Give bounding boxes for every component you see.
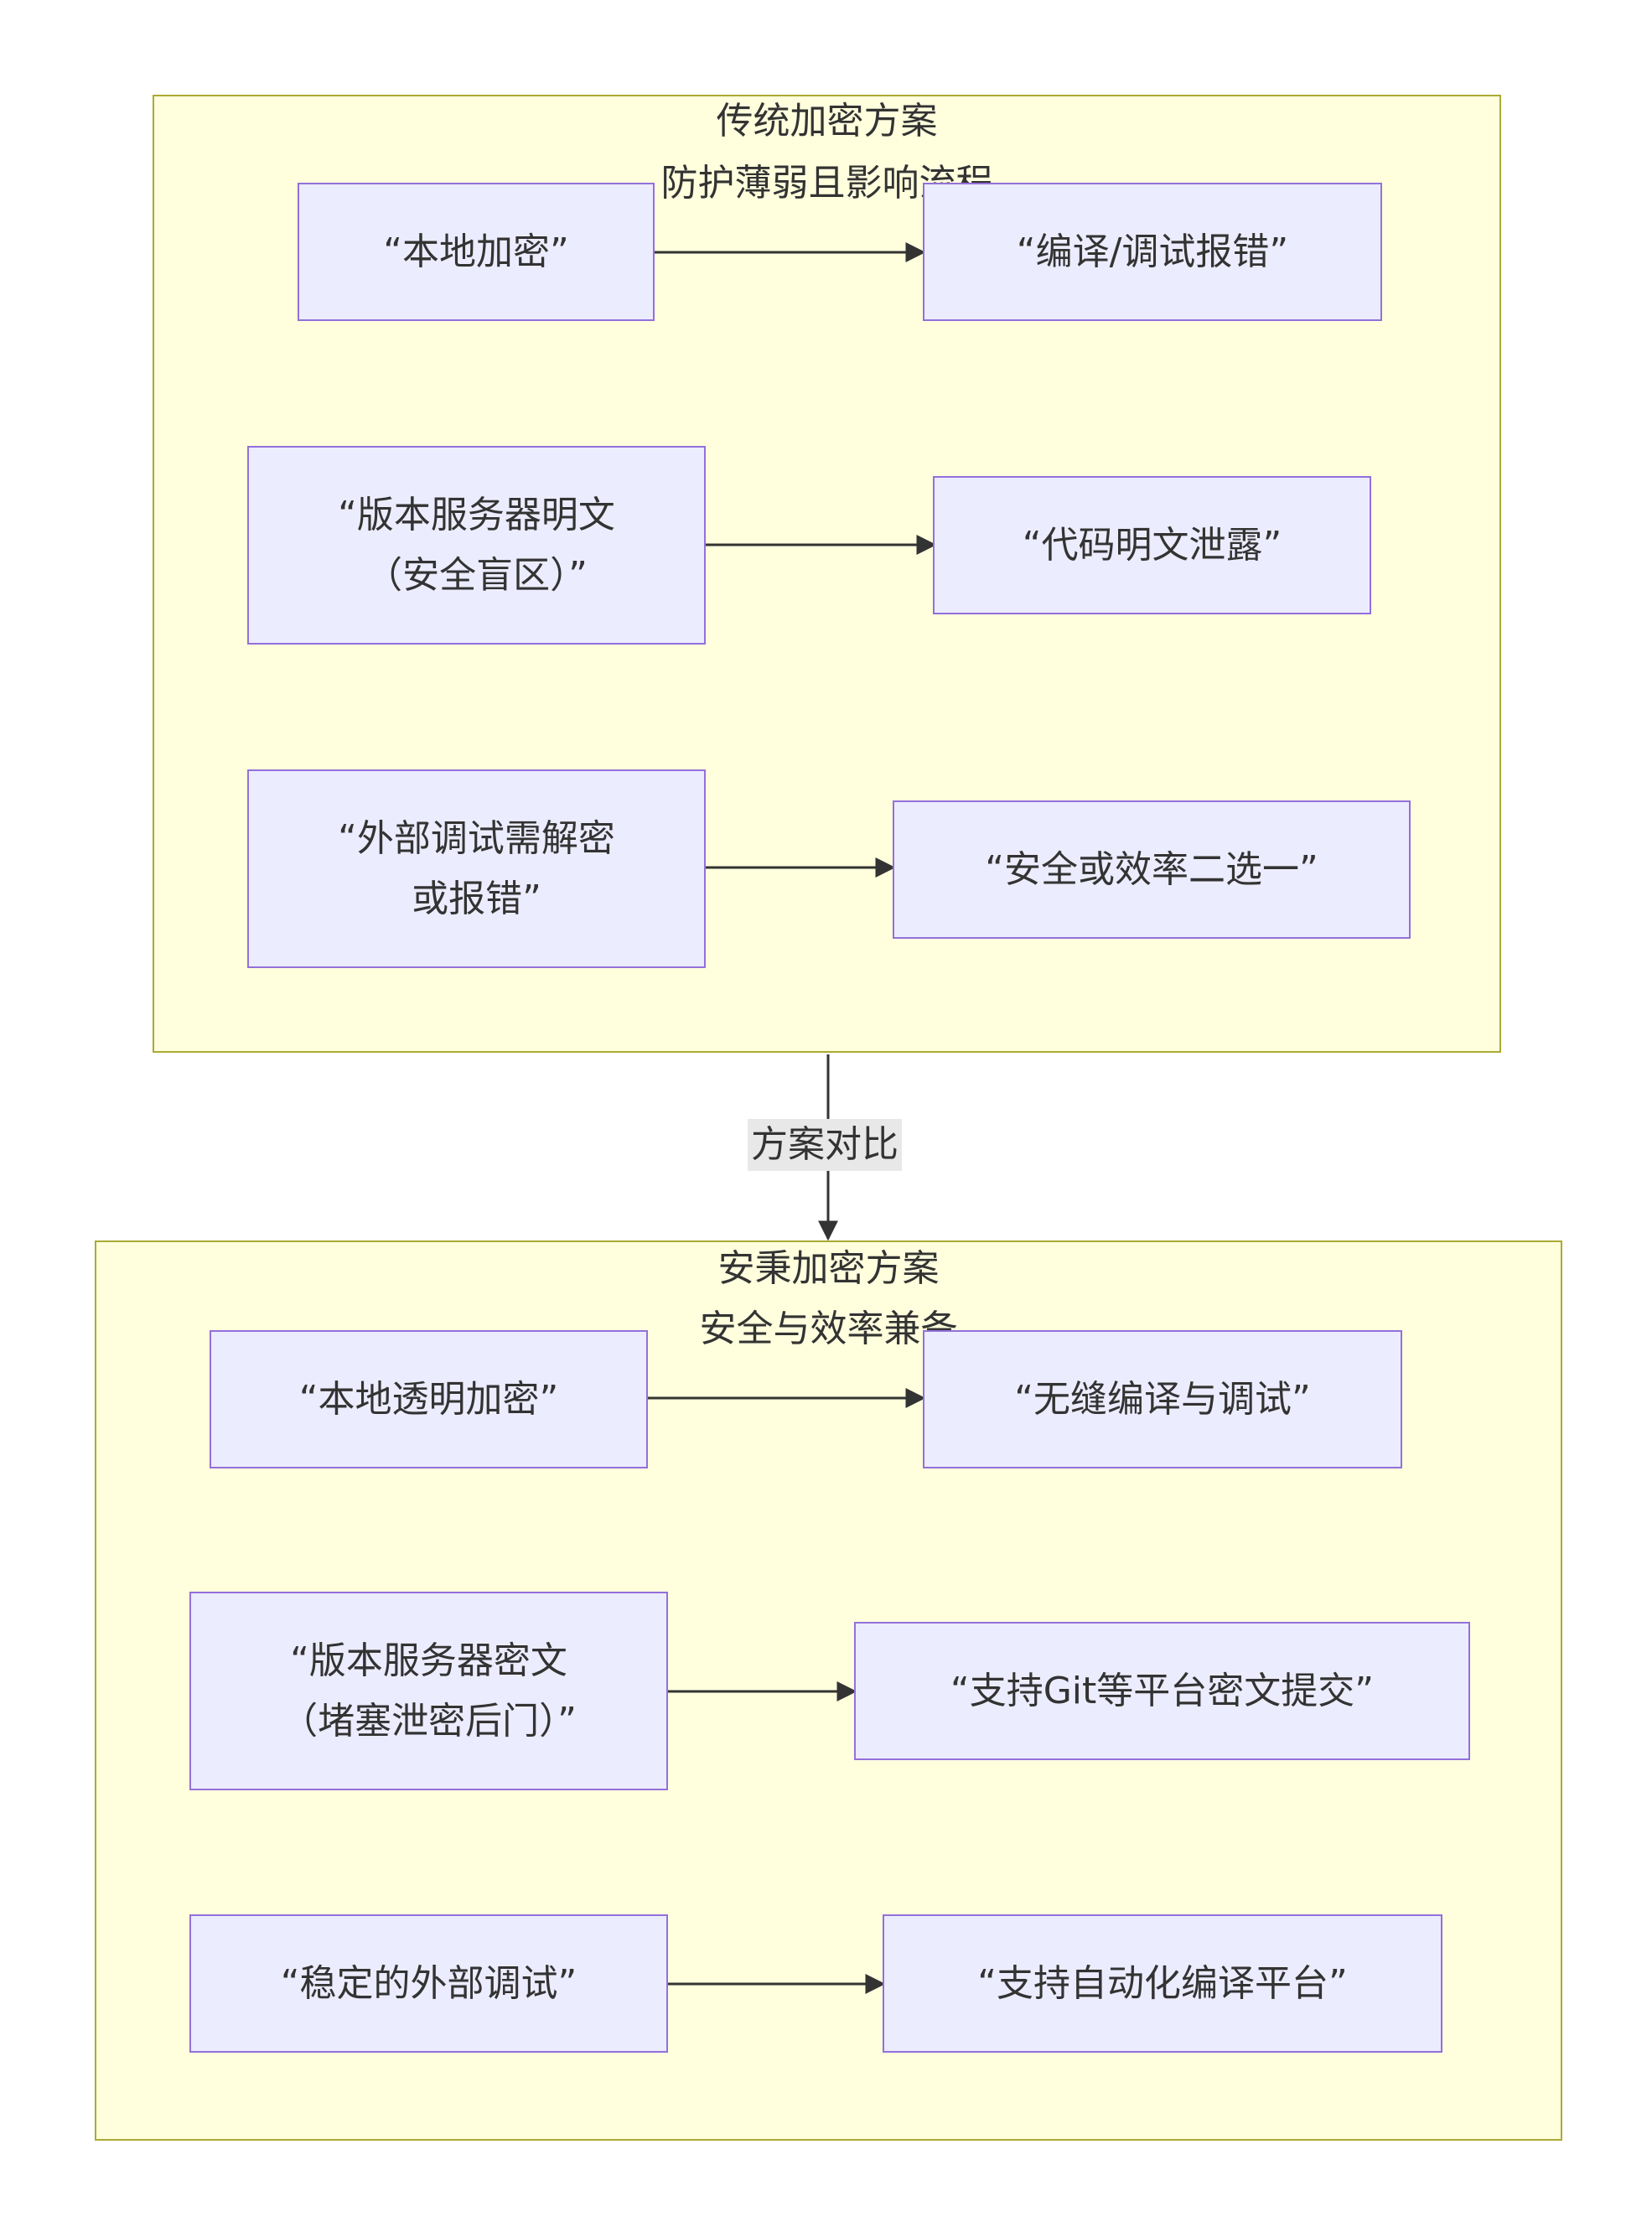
node-git-ciphertext-commit[interactable]: “支持Git等平台密文提交” <box>854 1622 1470 1760</box>
node-compile-debug-error[interactable]: “编译/调试报错” <box>923 183 1382 321</box>
node-transparent-encryption[interactable]: “本地透明加密” <box>210 1330 648 1468</box>
node-security-or-efficiency[interactable]: “安全或效率二选一” <box>893 800 1411 939</box>
node-seamless-compile-debug[interactable]: “无缝编译与调试” <box>923 1330 1402 1468</box>
cluster-anxin-subtitle: 安全与效率兼备 <box>699 1308 958 1350</box>
cluster-traditional-title: 传统加密方案 <box>716 100 938 142</box>
node-automated-build-platform[interactable]: “支持自动化编译平台” <box>883 1914 1442 2053</box>
node-stable-external-debug[interactable]: “稳定的外部调试” <box>189 1914 668 2053</box>
edge-label-compare: 方案对比 <box>748 1119 902 1171</box>
cluster-anxin-title: 安秉加密方案 <box>717 1247 940 1290</box>
node-external-debug[interactable]: “外部调试需解密 或报错” <box>247 769 706 968</box>
node-local-encryption[interactable]: “本地加密” <box>298 183 655 321</box>
node-server-ciphertext[interactable]: “版本服务器密文 （堵塞泄密后门）” <box>189 1592 668 1790</box>
node-server-plaintext[interactable]: “版本服务器明文 （安全盲区）” <box>247 446 706 645</box>
node-code-leak[interactable]: “代码明文泄露” <box>933 476 1371 614</box>
